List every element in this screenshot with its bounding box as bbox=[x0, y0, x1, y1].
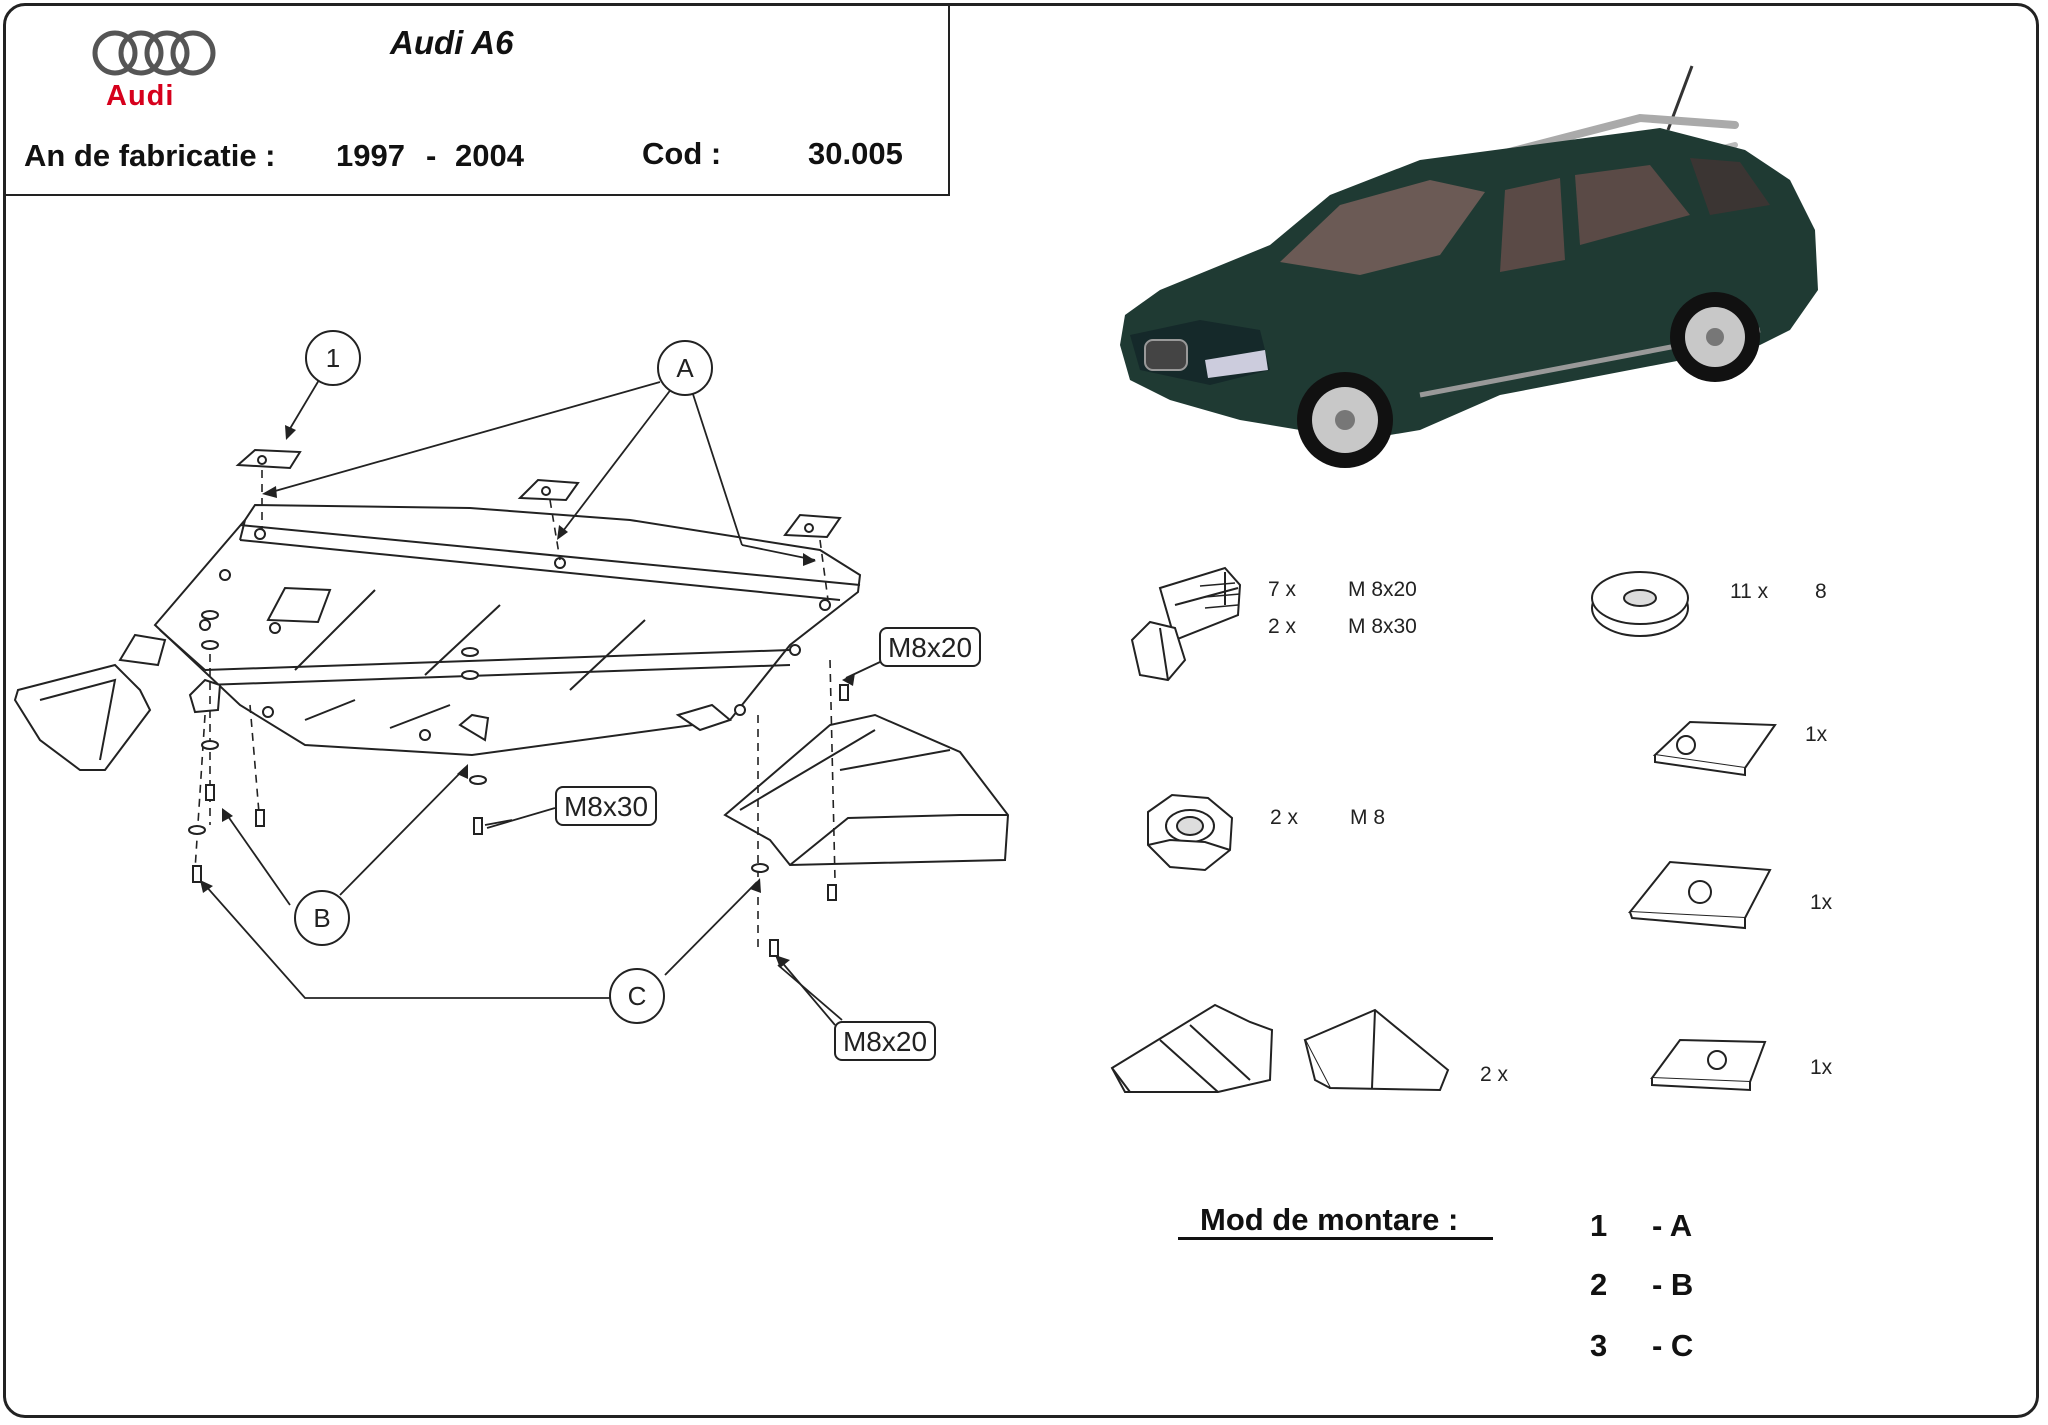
marker-c-circle bbox=[609, 968, 665, 1024]
bolt-label-bottom: M8x20 bbox=[843, 1026, 927, 1057]
label-box-bottom bbox=[834, 1021, 936, 1061]
year-dash: - bbox=[426, 138, 437, 173]
bolt-size-2: M 8x30 bbox=[1348, 615, 1417, 638]
marker-b: B bbox=[313, 903, 330, 933]
nut-size: M 8 bbox=[1350, 806, 1386, 829]
bracket-1 bbox=[235, 448, 302, 470]
nut-qty: 2 x bbox=[1270, 806, 1299, 829]
bolt-size-1: M 8x20 bbox=[1348, 578, 1417, 601]
skid-plate-diagram bbox=[13, 330, 1010, 1061]
plate-icon-3 bbox=[1650, 1038, 1767, 1092]
bolt-label-top: M8x20 bbox=[888, 632, 972, 663]
plate-qty-3: 1x bbox=[1810, 1056, 1833, 1079]
model-title: Audi A6 bbox=[390, 24, 514, 61]
mounting-title: Mod de montare : bbox=[1200, 1202, 1459, 1237]
marker-a-circle bbox=[657, 340, 713, 396]
audi-rings-logo bbox=[92, 30, 216, 76]
label-box-top bbox=[879, 627, 981, 667]
mount-step-3-number: 3 bbox=[1590, 1328, 1608, 1363]
mounting-title-underline bbox=[1178, 1237, 1493, 1240]
bolt-icon bbox=[1130, 566, 1242, 682]
mount-step-2-number: 2 bbox=[1590, 1267, 1608, 1302]
bolt-qty-2: 2 x bbox=[1268, 615, 1297, 638]
mount-step-3-letter: - C bbox=[1652, 1328, 1694, 1363]
year-end: 2004 bbox=[455, 138, 524, 173]
right-deflector bbox=[723, 713, 1010, 867]
code-label: Cod : bbox=[642, 136, 722, 171]
bracket-qty: 2 x bbox=[1480, 1063, 1509, 1086]
washer-size: 8 bbox=[1815, 580, 1827, 603]
plate-icon-2 bbox=[1628, 860, 1772, 930]
nut-icon bbox=[1147, 793, 1234, 872]
sheet-frame bbox=[3, 3, 2039, 1418]
bracket-pair-icon bbox=[1110, 1003, 1450, 1093]
marker-b-circle bbox=[294, 890, 350, 946]
plate-icon-1 bbox=[1652, 720, 1777, 777]
code-value: 30.005 bbox=[808, 136, 903, 171]
washer-icon bbox=[1591, 571, 1689, 637]
year-start: 1997 bbox=[336, 138, 405, 173]
header-box bbox=[3, 3, 950, 196]
mount-step-1-number: 1 bbox=[1590, 1208, 1608, 1243]
year-label: An de fabricatie : bbox=[24, 138, 276, 173]
left-deflector bbox=[13, 663, 152, 771]
mount-step-1-letter: - A bbox=[1652, 1208, 1693, 1243]
brand-wordmark: Audi bbox=[106, 80, 175, 112]
car-illustration bbox=[1120, 65, 1818, 468]
bolt-qty-1: 7 x bbox=[1268, 578, 1297, 601]
marker-a: A bbox=[676, 353, 694, 383]
washer-qty: 11 x bbox=[1730, 580, 1769, 603]
mount-step-2-letter: - B bbox=[1652, 1267, 1694, 1302]
marker-1-circle bbox=[305, 330, 361, 386]
marker-c: C bbox=[628, 981, 647, 1011]
plate-qty-2: 1x bbox=[1810, 891, 1833, 914]
plate-qty-1: 1x bbox=[1805, 723, 1828, 746]
bolt-label-middle: M8x30 bbox=[564, 791, 648, 822]
label-box-middle bbox=[555, 786, 657, 826]
marker-1: 1 bbox=[326, 343, 340, 373]
